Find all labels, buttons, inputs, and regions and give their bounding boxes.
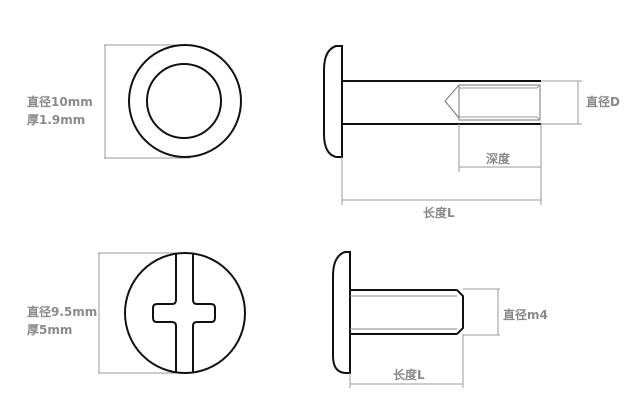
female-screw-side-view: [323, 45, 582, 205]
male-screw-head-front-view: [98, 252, 246, 374]
top-right-length-label: 长度L: [423, 206, 455, 220]
top-right-diameter-label: 直径D: [586, 95, 620, 109]
bottom-right-length-label: 长度L: [393, 368, 425, 382]
bottom-right-diameter-label: 直径m4: [503, 308, 548, 322]
top-left-thickness-label: 厚1.9mm: [27, 113, 86, 127]
male-screw-side-view: [332, 251, 500, 388]
female-screw-head-front-view: [104, 44, 242, 159]
top-right-depth-label: 深度: [486, 152, 511, 166]
bottom-left-thickness-label: 厚5mm: [27, 323, 73, 337]
bottom-left-diameter-label: 直径9.5mm: [27, 305, 98, 319]
top-left-diameter-label: 直径10mm: [27, 95, 93, 109]
